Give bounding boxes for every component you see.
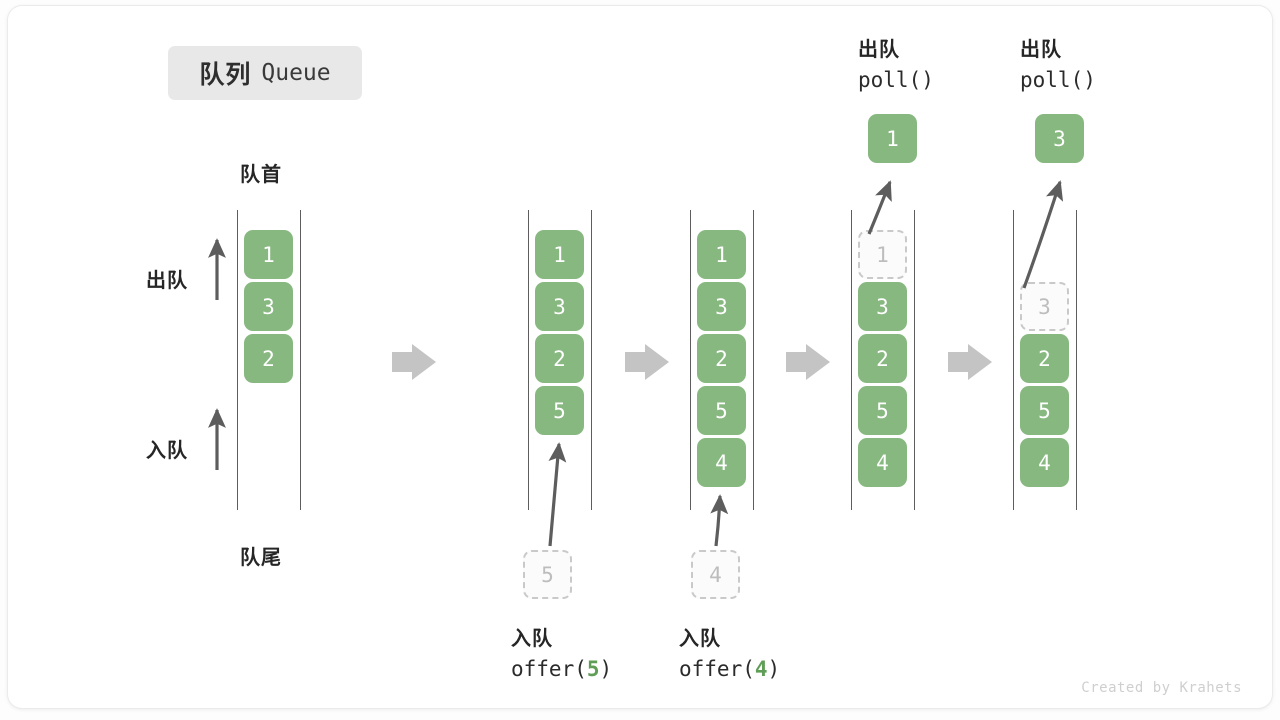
op-call-suffix-offer-5: ) — [599, 657, 613, 681]
queue-rail-right — [753, 210, 754, 510]
popped-element-poll-1: 1 — [868, 114, 917, 163]
queue-rail-left — [237, 210, 238, 510]
queue-element: 3 — [244, 282, 293, 331]
queue-element: 5 — [1020, 386, 1069, 435]
queue-element: 1 — [535, 230, 584, 279]
diagram-card — [8, 6, 1272, 708]
title-label-en: Queue — [261, 60, 331, 86]
queue-element: 3 — [858, 282, 907, 331]
queue-rail-right — [914, 210, 915, 510]
queue-element: 2 — [1020, 334, 1069, 383]
queue-element: 3 — [697, 282, 746, 331]
op-call-prefix-offer-5: offer( — [511, 657, 587, 681]
queue-element: 1 — [697, 230, 746, 279]
queue-rail-left — [690, 210, 691, 510]
op-call-arg-offer-4: 4 — [754, 657, 768, 681]
op-call-suffix-poll-1: ) — [921, 68, 934, 92]
op-label-cn-poll-1: 出队 — [858, 39, 900, 61]
op-call-prefix-poll-3: poll( — [1020, 68, 1084, 92]
queue-element: 4 — [1020, 438, 1069, 487]
queue-element: 5 — [858, 386, 907, 435]
queue-element: 2 — [697, 334, 746, 383]
queue-element: 2 — [535, 334, 584, 383]
op-label-cn-offer-5: 入队 — [511, 628, 553, 650]
title-label-cn: 队列 — [199, 61, 252, 89]
queue-element: 4 — [858, 438, 907, 487]
dequeue-direction-label: 出队 — [146, 270, 188, 292]
queue-tail-label: 队尾 — [240, 547, 282, 569]
op-call-suffix-offer-4: ) — [767, 657, 781, 681]
op-call-poll-3: poll() — [1020, 68, 1096, 92]
queue-element: 5 — [535, 386, 584, 435]
queue-rail-left — [851, 210, 852, 510]
op-call-poll-1: poll() — [858, 68, 934, 92]
op-label-cn-offer-4: 入队 — [679, 628, 721, 650]
op-call-prefix-offer-4: offer( — [679, 657, 755, 681]
queue-element: 3 — [535, 282, 584, 331]
popped-element-poll-3: 3 — [1035, 114, 1084, 163]
queue-element: 3 — [1020, 282, 1069, 331]
queue-element: 5 — [697, 386, 746, 435]
op-call-offer-4: offer(4) — [679, 657, 780, 681]
watermark: Created by Krahets — [1081, 680, 1242, 696]
op-call-arg-offer-5: 5 — [586, 657, 600, 681]
queue-rail-right — [1076, 210, 1077, 510]
incoming-element-offer-4: 4 — [691, 550, 740, 599]
op-call-suffix-poll-3: ) — [1083, 68, 1096, 92]
queue-element: 1 — [858, 230, 907, 279]
incoming-element-offer-5: 5 — [523, 550, 572, 599]
queue-rail-left — [528, 210, 529, 510]
queue-rail-right — [591, 210, 592, 510]
enqueue-direction-label: 入队 — [146, 440, 188, 462]
op-label-cn-poll-3: 出队 — [1020, 39, 1062, 61]
queue-rail-right — [300, 210, 301, 510]
queue-element: 2 — [244, 334, 293, 383]
queue-element: 1 — [244, 230, 293, 279]
queue-element: 2 — [858, 334, 907, 383]
queue-rail-left — [1013, 210, 1014, 510]
title-badge: 队列 Queue — [168, 46, 362, 100]
queue-element: 4 — [697, 438, 746, 487]
queue-head-label: 队首 — [240, 164, 282, 186]
op-call-prefix-poll-1: poll( — [858, 68, 922, 92]
op-call-offer-5: offer(5) — [511, 657, 612, 681]
